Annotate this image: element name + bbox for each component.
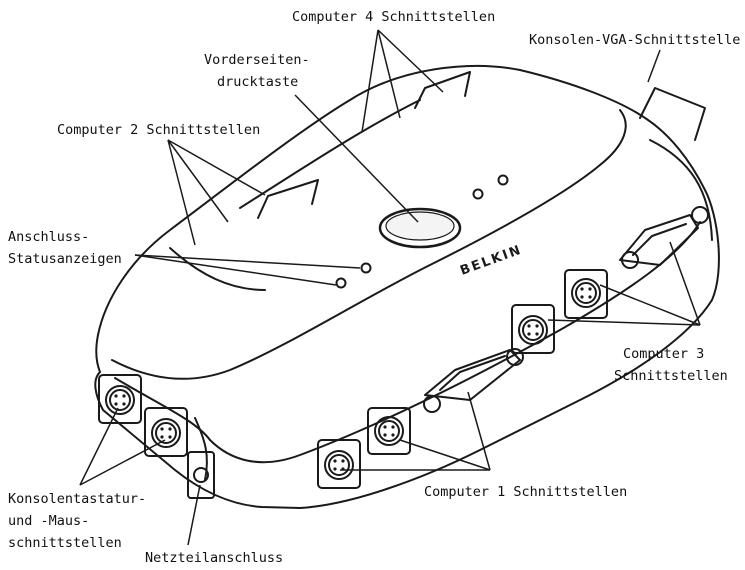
label-computer1: Computer 1 Schnittstellen — [424, 484, 628, 500]
brand-logo: BELKIN — [458, 242, 524, 278]
label-vorderseiten-1: Vorderseiten- — [204, 52, 310, 68]
label-computer3-1: Computer 3 — [623, 346, 705, 362]
label-anschluss-1: Anschluss- — [8, 229, 90, 245]
device-body — [94, 64, 720, 509]
label-netzteil: Netzteilanschluss — [145, 550, 284, 566]
label-konsolentastatur-1: Konsolentastatur- — [8, 491, 147, 507]
led-1 — [360, 262, 372, 274]
label-konsolen-vga: Konsolen-VGA-Schnittstelle — [529, 32, 741, 48]
label-anschluss-2: Statusanzeigen — [8, 251, 122, 267]
callout-lines — [79, 29, 701, 546]
label-computer4: Computer 4 Schnittstellen — [292, 9, 496, 25]
label-computer2: Computer 2 Schnittstellen — [57, 122, 261, 138]
led-3 — [472, 188, 484, 200]
front-button — [378, 207, 462, 249]
label-konsolentastatur-3: schnittstellen — [8, 535, 122, 551]
device-side-edge — [114, 221, 701, 464]
device-top-contour — [111, 109, 627, 380]
label-vorderseiten-2: drucktaste — [217, 74, 299, 90]
label-konsolentastatur-2: und -Maus- — [8, 513, 90, 529]
led-4 — [497, 174, 509, 186]
label-computer3-2: Schnittstellen — [614, 368, 728, 384]
led-2 — [335, 277, 347, 289]
